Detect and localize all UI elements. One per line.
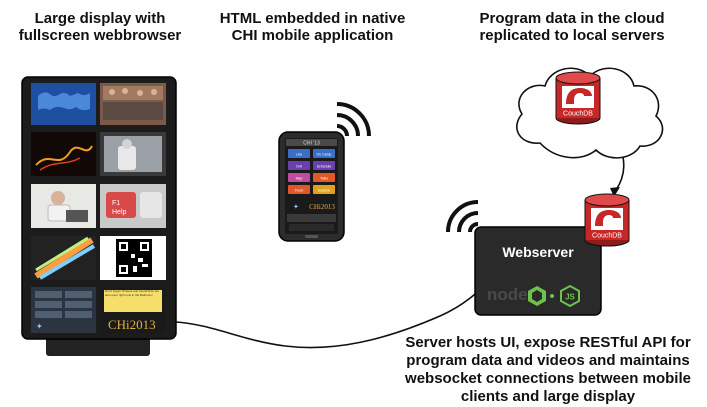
large-display: F1 Help ✦ Don't forget: Posters and inte… <box>21 76 177 356</box>
phone-wifi-icon <box>336 124 349 137</box>
phone-home-button <box>305 235 318 238</box>
phone-button-4 <box>313 161 335 170</box>
phone-button-3 <box>288 161 310 170</box>
phone-button-2 <box>313 149 335 158</box>
phone-button-6 <box>313 173 335 182</box>
svg-text:F1: F1 <box>112 200 120 207</box>
server-description-caption: Server hosts UI, expose RESTful API for … <box>405 334 691 405</box>
svg-text:Talks: Talks <box>320 177 328 181</box>
svg-text:Map: Map <box>296 177 303 181</box>
mobile-phone: CHI '13 Live On Camp CHI Schedule Map Ta… <box>278 102 371 242</box>
js-logo: JS <box>565 293 575 302</box>
phone-header: CHI '13 <box>303 141 320 147</box>
phone-button-8 <box>313 185 335 194</box>
svg-text:Food: Food <box>295 189 303 193</box>
svg-text:Schedule: Schedule <box>317 165 332 169</box>
cloud-couchdb-icon: CouchDB <box>555 71 601 125</box>
phone-button-7 <box>288 185 310 194</box>
display-stand <box>46 336 150 356</box>
large-display-caption: Large display with fullscreen webbrowser <box>18 10 182 44</box>
display-server-connection <box>175 281 489 349</box>
svg-text:✦: ✦ <box>36 322 43 331</box>
local-couchdb-icon: CouchDB <box>584 193 630 247</box>
mobile-app-caption: HTML embedded in native CHI mobile appli… <box>219 10 406 44</box>
cloud-caption: Program data in the cloud replicated to … <box>479 10 665 44</box>
phone-button-5 <box>288 173 310 182</box>
sign-text: Don't forget: Posters and interactivity … <box>105 290 160 297</box>
webserver-box <box>474 226 602 316</box>
node-logo: node <box>487 285 528 304</box>
webserver: Webserver node JS <box>446 200 602 316</box>
svg-text:Explore: Explore <box>318 189 330 193</box>
phone-button-grid: Live On Camp CHI Schedule Map Talks Food… <box>288 149 335 194</box>
replication-arrowhead <box>610 187 620 197</box>
svg-text:Help: Help <box>112 209 127 216</box>
server-wifi-icon <box>468 222 479 233</box>
js-hexagon-icon <box>560 284 580 308</box>
display-logo: CHi2013 <box>108 317 156 332</box>
webserver-title: Webserver <box>502 244 574 260</box>
cloud-couchdb-label: CouchDB <box>563 111 593 118</box>
phone-twitter-icon: ✦ <box>293 203 299 211</box>
phone-button-1 <box>288 149 310 158</box>
cloud: CouchDB <box>516 67 664 159</box>
sign-note <box>104 290 162 312</box>
svg-text:Live: Live <box>296 153 302 157</box>
svg-text:On Camp: On Camp <box>317 153 332 157</box>
phone-logo: CHi2013 <box>309 203 335 211</box>
local-couchdb-label: CouchDB <box>592 233 622 240</box>
svg-text:CHI: CHI <box>296 165 302 169</box>
